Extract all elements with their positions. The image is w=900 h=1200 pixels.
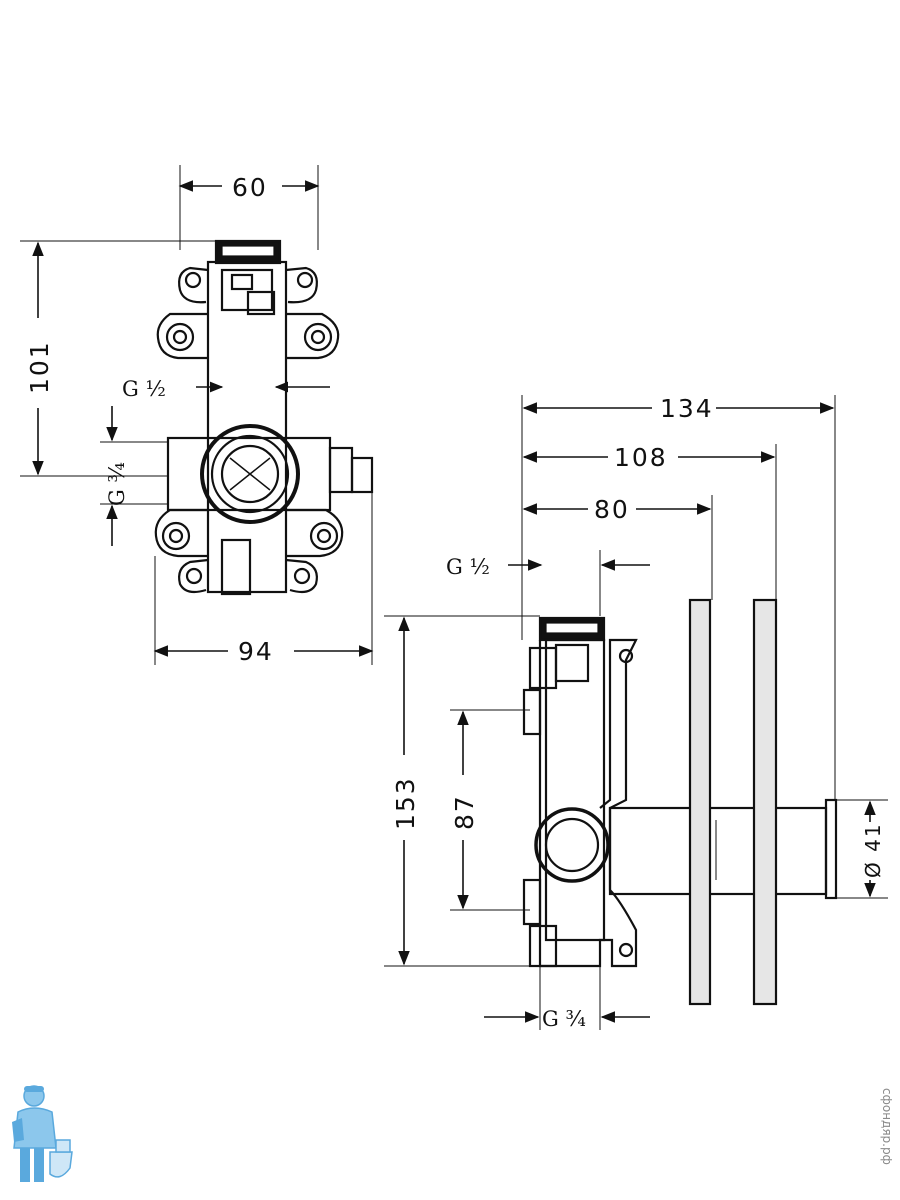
thread-g-three-quarter-side: G ¾ bbox=[542, 1007, 586, 1031]
dim-width-60: 60 bbox=[232, 173, 268, 202]
dim-height-153: 153 bbox=[391, 776, 420, 830]
side-view bbox=[384, 395, 888, 1030]
thread-g-half-side: G ½ bbox=[446, 555, 490, 579]
thread-g-half-front: G ½ bbox=[122, 377, 166, 401]
dim-depth-108: 108 bbox=[614, 443, 668, 472]
front-view bbox=[20, 165, 374, 665]
front-dimension-lines bbox=[32, 180, 374, 657]
dim-height-101: 101 bbox=[25, 340, 54, 394]
dim-diameter-41: Ø 41 bbox=[861, 822, 885, 878]
dim-depth-80: 80 bbox=[594, 495, 630, 524]
side-dimension-lines bbox=[398, 402, 876, 1023]
thread-g-three-quarter-front: G ¾ bbox=[105, 462, 129, 506]
dim-width-94: 94 bbox=[238, 637, 274, 666]
dim-depth-134: 134 bbox=[660, 394, 714, 423]
watermark-text: сфондяр.рф bbox=[880, 1088, 894, 1165]
plumber-logo bbox=[12, 1085, 73, 1182]
dim-height-87: 87 bbox=[450, 794, 479, 830]
